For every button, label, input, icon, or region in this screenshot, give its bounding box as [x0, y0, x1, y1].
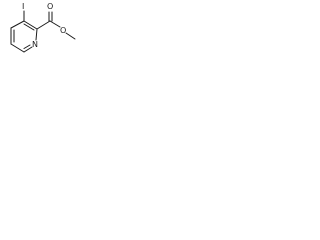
bond-c2-carbonyl — [36, 20, 51, 30]
molecule-svg: I O O N — [10, 2, 76, 53]
ring-bond-n-c2 — [35, 28, 38, 41]
bond-ester-o-methyl — [65, 32, 76, 40]
pyridine-ring — [10, 20, 38, 53]
ring-bond-c3-c4 — [10, 20, 25, 29]
ring-bond-c2-c3 — [23, 20, 38, 30]
ring-bond-c5-c6 — [10, 43, 25, 53]
ring-bond-c6-n — [23, 46, 33, 53]
nitrogen-label: N — [32, 40, 38, 49]
carbonyl-oxygen-label: O — [47, 2, 53, 11]
ring-bond-c6-n-inner — [23, 44, 31, 49]
ester-oxygen-label: O — [60, 26, 66, 35]
ring-bond-c2-c3-inner — [23, 23, 35, 31]
structure-diagram: I O O N — [0, 0, 79, 78]
bond-carbonyl-ester-o — [49, 20, 61, 28]
iodine-label: I — [22, 2, 24, 11]
